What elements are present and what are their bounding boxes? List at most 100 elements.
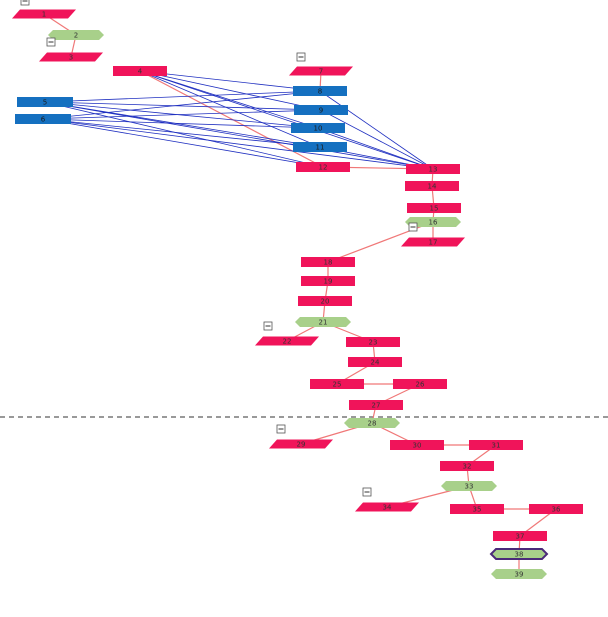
node-30-label: 30: [413, 442, 422, 450]
node-14-shape: [405, 181, 459, 191]
node-33[interactable]: 33: [441, 481, 497, 491]
node-23[interactable]: 23: [346, 337, 400, 347]
node-4[interactable]: 4: [113, 66, 167, 76]
node-31-shape: [469, 440, 523, 450]
edge-6-12: [42, 118, 324, 168]
node-25-shape: [310, 379, 364, 389]
node-5[interactable]: 5: [17, 97, 73, 107]
node-34[interactable]: 34: [355, 502, 419, 512]
node-6-shape: [15, 114, 71, 124]
node-15[interactable]: 15: [407, 203, 461, 213]
node-7-label: 7: [319, 68, 323, 76]
node-22-shape: [255, 336, 319, 346]
node-25[interactable]: 25: [310, 379, 364, 389]
edge-4-8: [139, 70, 321, 92]
node-21-shape: [295, 317, 351, 327]
node-17-label: 17: [429, 239, 438, 247]
node-15-shape: [407, 203, 461, 213]
node-23-label: 23: [369, 339, 378, 347]
node-9-label: 9: [319, 107, 323, 115]
collapse-minus-icon[interactable]: [408, 222, 418, 232]
node-21-label: 21: [319, 319, 328, 327]
edge-9-13: [320, 109, 434, 170]
node-7[interactable]: 7: [289, 66, 353, 76]
node-26[interactable]: 26: [393, 379, 447, 389]
node-31[interactable]: 31: [469, 440, 523, 450]
node-19[interactable]: 19: [301, 276, 355, 286]
node-22-label: 22: [283, 338, 292, 346]
node-39[interactable]: 39: [491, 569, 547, 579]
collapse-minus-icon[interactable]: [296, 52, 306, 62]
node-36[interactable]: 36: [529, 504, 583, 514]
node-12[interactable]: 12: [296, 162, 350, 172]
node-16-label: 16: [429, 219, 438, 227]
node-8-shape: [293, 86, 347, 96]
node-27[interactable]: 27: [349, 400, 403, 410]
node-28[interactable]: 28: [344, 418, 400, 428]
node-11-shape: [293, 142, 347, 152]
node-2[interactable]: 2: [48, 30, 104, 40]
node-9-shape: [294, 105, 348, 115]
edge-6-10: [42, 118, 319, 129]
collapse-minus-icon[interactable]: [362, 487, 372, 497]
edge-4-9: [139, 70, 322, 111]
node-11[interactable]: 11: [293, 142, 347, 152]
node-17-shape: [401, 237, 465, 247]
node-15-label: 15: [430, 205, 439, 213]
edge-5-13: [44, 101, 434, 170]
node-14-label: 14: [428, 183, 437, 191]
node-8[interactable]: 8: [293, 86, 347, 96]
node-8-label: 8: [318, 88, 322, 96]
node-29[interactable]: 29: [269, 439, 333, 449]
node-14[interactable]: 14: [405, 181, 459, 191]
node-20[interactable]: 20: [298, 296, 352, 306]
node-23-shape: [346, 337, 400, 347]
node-16[interactable]: 16: [405, 217, 461, 227]
toggles-layer: [20, 0, 418, 497]
collapse-minus-icon[interactable]: [20, 0, 30, 6]
edge-10-13: [317, 127, 434, 170]
node-13-label: 13: [429, 166, 438, 174]
node-6[interactable]: 6: [15, 114, 71, 124]
node-17[interactable]: 17: [401, 237, 465, 247]
node-20-label: 20: [321, 298, 330, 306]
node-20-shape: [298, 296, 352, 306]
node-5-label: 5: [43, 99, 47, 107]
collapse-box: [20, 0, 30, 6]
node-27-label: 27: [372, 402, 381, 410]
node-1[interactable]: 1: [12, 9, 76, 19]
node-24[interactable]: 24: [348, 357, 402, 367]
collapse-minus-icon[interactable]: [263, 321, 273, 331]
edge-5-9: [44, 101, 322, 111]
node-22[interactable]: 22: [255, 336, 319, 346]
edge-6-13: [42, 118, 434, 170]
edge-6-9: [42, 109, 322, 120]
collapse-minus-icon[interactable]: [276, 424, 286, 434]
edge-8-13: [319, 90, 434, 170]
node-13[interactable]: 13: [406, 164, 460, 174]
edge-5-11: [44, 101, 321, 148]
node-18-shape: [301, 257, 355, 267]
node-30-shape: [390, 440, 444, 450]
node-30[interactable]: 30: [390, 440, 444, 450]
node-10-shape: [291, 123, 345, 133]
node-35[interactable]: 35: [450, 504, 504, 514]
node-18-label: 18: [324, 259, 333, 267]
node-26-shape: [393, 379, 447, 389]
node-38-label: 38: [515, 551, 524, 559]
edge-4-12: [139, 70, 324, 168]
node-18[interactable]: 18: [301, 257, 355, 267]
edge-6-11: [42, 118, 321, 148]
node-38[interactable]: 38: [489, 548, 549, 560]
node-3-shape: [39, 52, 103, 62]
node-35-shape: [450, 504, 504, 514]
node-3[interactable]: 3: [39, 52, 103, 62]
node-10[interactable]: 10: [291, 123, 345, 133]
node-21[interactable]: 21: [295, 317, 351, 327]
edge-5-8: [44, 90, 321, 103]
node-9[interactable]: 9: [294, 105, 348, 115]
node-32[interactable]: 32: [440, 461, 494, 471]
collapse-minus-icon[interactable]: [46, 37, 56, 47]
node-37[interactable]: 37: [493, 531, 547, 541]
node-28-label: 28: [368, 420, 377, 428]
